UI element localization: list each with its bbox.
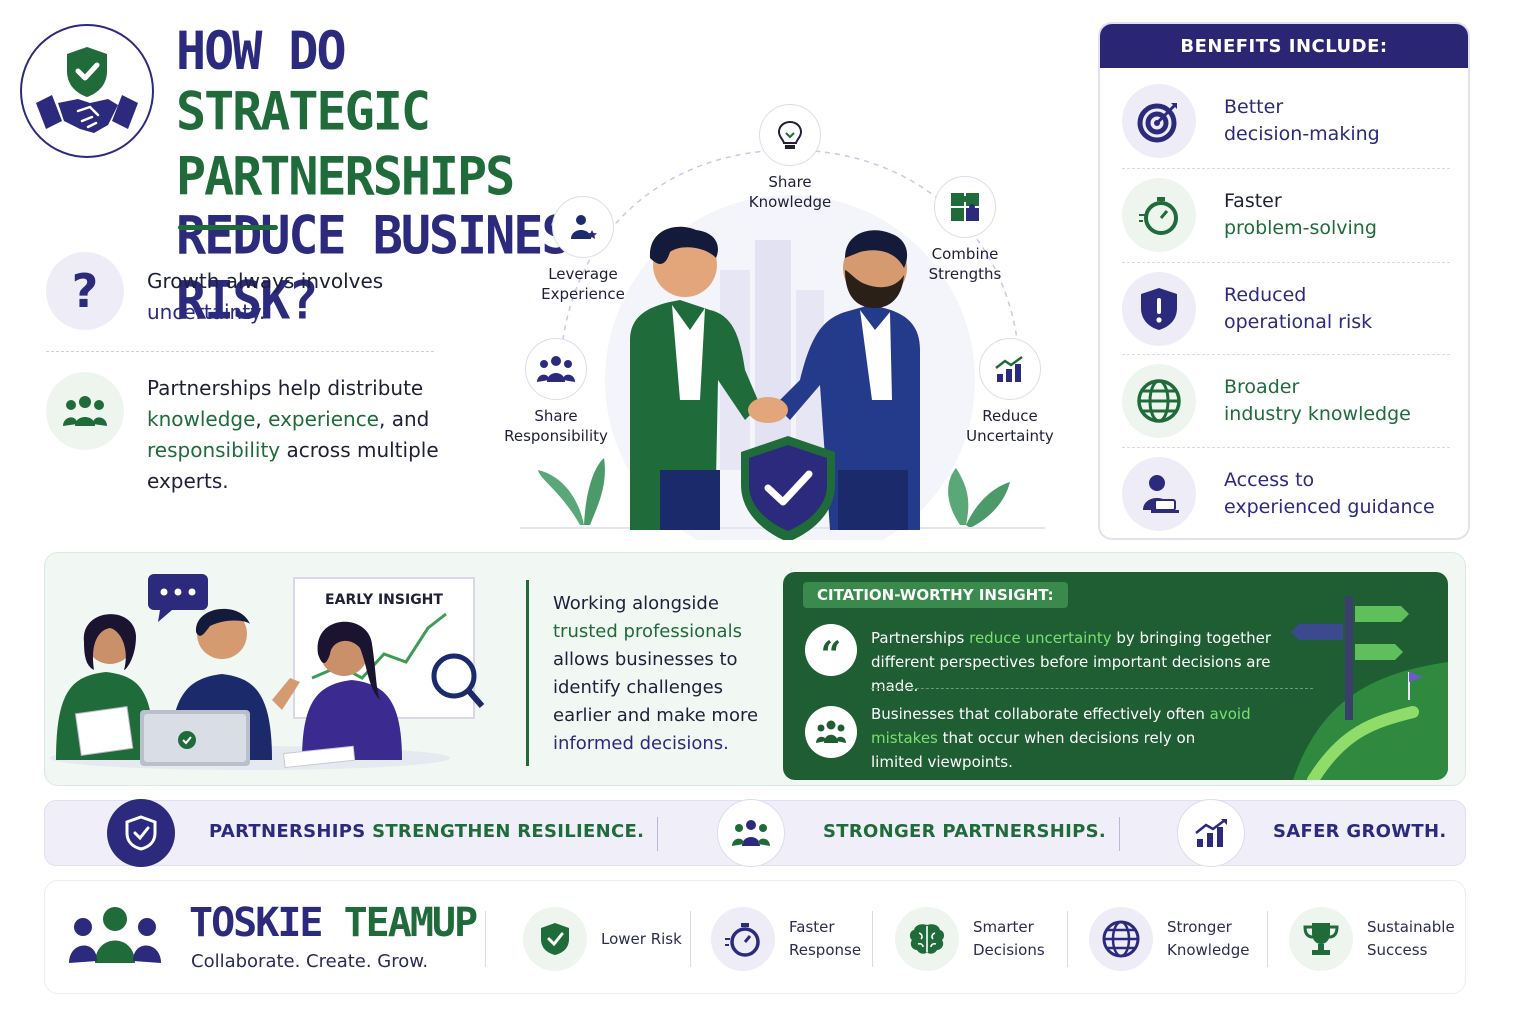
- shield-check-icon: [107, 799, 175, 867]
- trophy-icon: [1289, 907, 1353, 971]
- strip-resilience: PARTNERSHIPS STRENGTHEN RESILIENCE.: [209, 821, 645, 842]
- insight-divider: [526, 580, 529, 766]
- stopwatch-icon: [711, 907, 775, 971]
- brain-icon: [895, 907, 959, 971]
- strip-safer-growth: SAFER GROWTH.: [1273, 821, 1447, 842]
- brand-logo-icon: [69, 907, 161, 963]
- question-icon: ?: [46, 252, 124, 330]
- people-group-icon: [46, 372, 124, 450]
- team-meeting-illustration: [50, 574, 485, 770]
- intro-uncertainty-text: Growth always involves uncertainty.: [147, 269, 384, 324]
- citation-quote-2: Businesses that collaborate effectively …: [871, 705, 1251, 771]
- citation-panel: CITATION-WORTHY INSIGHT: “ Partnerships …: [783, 572, 1448, 780]
- node-combine-strengths: Combine Strengths: [915, 176, 1015, 284]
- footer-bar: TOSKIE TEAMUP Collaborate. Create. Grow.…: [44, 880, 1466, 994]
- title-line-3: REDUCE BUSINESS RISK?: [176, 205, 600, 331]
- intro-partnerships-text: Partnerships help distribute knowledge, …: [147, 376, 439, 493]
- lightbulb-icon: [759, 104, 821, 166]
- node-share-knowledge: Share Knowledge: [738, 104, 842, 212]
- team-icon: [717, 799, 785, 867]
- node-share-responsibility: Share Responsibility: [498, 338, 614, 446]
- shield-alert-icon: [1122, 272, 1196, 346]
- chart-up-icon: [979, 338, 1041, 400]
- page-title: HOW DO STRATEGIC PARTNERSHIPS REDUCE BUS…: [176, 20, 736, 331]
- footer-lower-risk: Lower Risk: [523, 907, 682, 971]
- stopwatch-icon: [1122, 178, 1196, 252]
- citation-divider: [871, 688, 1313, 689]
- handshake-shield-logo: [20, 24, 154, 158]
- puzzle-icon: [934, 176, 996, 238]
- tagline-strip: PARTNERSHIPS STRENGTHEN RESILIENCE. STRO…: [44, 799, 1466, 867]
- globe-icon: [1122, 364, 1196, 438]
- people-icon: [525, 338, 587, 400]
- early-insight-label: EARLY INSIGHT: [325, 592, 443, 608]
- title-underline: [178, 225, 278, 230]
- quote-icon: “: [805, 624, 857, 676]
- signpost-illustration: [1291, 596, 1448, 780]
- benefits-header: BENEFITS INCLUDE:: [1100, 24, 1468, 68]
- person-star-icon: [552, 196, 614, 258]
- person-laptop-icon: [1122, 457, 1196, 531]
- brand-name: TOSKIE TEAMUP: [189, 900, 478, 946]
- shield-check-icon: [523, 907, 587, 971]
- handshake-shield-icon: [36, 47, 138, 133]
- insight-text: Working alongside trusted professionals …: [553, 593, 759, 754]
- intro-divider: [46, 351, 434, 352]
- globe-icon: [1089, 907, 1153, 971]
- node-reduce-uncertainty: Reduce Uncertainty: [962, 338, 1058, 446]
- handshake-illustration: [520, 149, 1045, 540]
- team-icon: [805, 706, 857, 758]
- citation-quote-1: Partnerships reduce uncertainty by bring…: [871, 629, 1271, 695]
- citation-tag: CITATION-WORTHY INSIGHT:: [803, 582, 1068, 608]
- strip-stronger-partnerships: STRONGER PARTNERSHIPS.: [823, 821, 1107, 842]
- brand-tagline: Collaborate. Create. Grow.: [191, 951, 429, 972]
- target-icon: [1122, 84, 1196, 158]
- node-leverage-experience: Leverage Experience: [532, 196, 634, 304]
- title-line-2: STRATEGIC PARTNERSHIPS: [176, 81, 515, 207]
- title-line-1: HOW DO: [176, 20, 347, 82]
- growth-chart-icon: [1177, 799, 1245, 867]
